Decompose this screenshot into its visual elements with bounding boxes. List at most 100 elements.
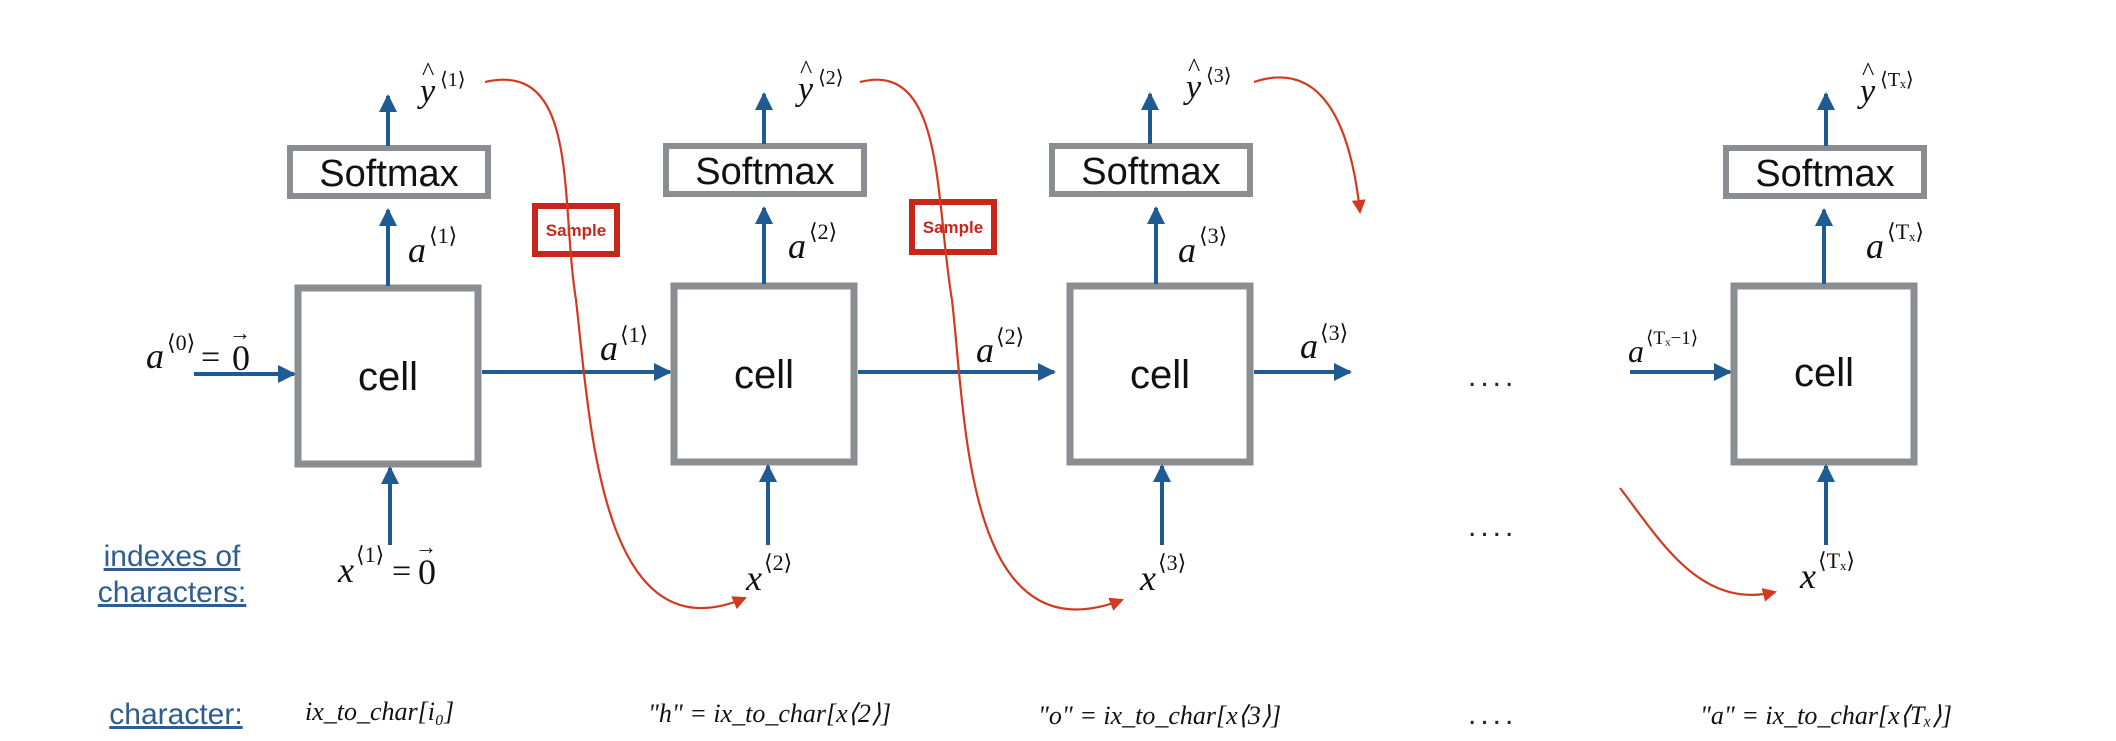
svg-text:⟨2⟩: ⟨2⟩ [809,219,837,244]
svg-text:y: y [417,73,436,110]
softmax-label-tx: Softmax [1755,153,1894,195]
a0-init-label: a ⟨0⟩ = 0 → [146,320,251,378]
a-tx-label: a ⟨Tₓ⟩ [1866,219,1924,266]
a1-horizontal-label: a ⟨1⟩ [600,322,648,368]
indexes-label-line2: characters: [98,576,246,609]
svg-text:a: a [1628,333,1644,369]
character-expr-3: "o" = ix_to_char[x⟨3⟩] [1038,701,1281,730]
svg-text:⟨Tₓ⟩: ⟨Tₓ⟩ [1880,69,1914,91]
x-tx-label: x ⟨Tₓ⟩ [1799,548,1855,596]
ellipsis-row-characters: .... [1468,698,1517,731]
svg-text:⟨Tₓ⟩: ⟨Tₓ⟩ [1818,548,1855,573]
softmax-label-3: Softmax [1081,151,1220,193]
svg-text:x: x [1799,556,1816,596]
cell-label-3: cell [1130,353,1190,397]
svg-text:⟨1⟩: ⟨1⟩ [620,322,648,347]
y-hat-2-label: y ^ ⟨2⟩ [795,55,844,108]
cell-label-1: cell [358,355,418,399]
sample-box-2: Sample [909,199,997,255]
cell-box-tx [1730,282,1918,466]
sample-arrow-tx [1619,487,1777,602]
svg-text:⟨3⟩: ⟨3⟩ [1158,550,1186,575]
ellipsis-row-cells: .... [1468,360,1517,393]
svg-text:a: a [408,230,426,270]
svg-text:^: ^ [800,55,812,84]
svg-text:⟨3⟩: ⟨3⟩ [1199,223,1227,248]
y-hat-1-label: y ^ ⟨1⟩ [417,57,466,110]
svg-text:=: = [201,339,220,376]
svg-text:⟨1⟩: ⟨1⟩ [440,69,466,91]
svg-text:⟨2⟩: ⟨2⟩ [818,67,844,89]
svg-text:⟨2⟩: ⟨2⟩ [764,550,792,575]
a3-horizontal-label: a ⟨3⟩ [1300,320,1348,366]
a-2-label: a ⟨2⟩ [788,219,837,266]
y-hat-3-label: y ^ ⟨3⟩ [1183,53,1232,106]
step-1: cell Softmax y ^ ⟨1⟩ a ⟨1⟩ a ⟨0⟩ = 0 → [146,57,672,592]
svg-text:⟨0⟩: ⟨0⟩ [167,330,195,355]
cell-box-3 [1066,282,1254,466]
svg-text:a: a [1300,326,1318,366]
svg-text:y: y [795,71,814,108]
softmax-box-1 [287,145,491,199]
softmax-label-1: Softmax [319,153,458,195]
svg-text:a: a [1178,230,1196,270]
svg-text:^: ^ [422,57,434,86]
svg-text:→: → [229,320,251,345]
softmax-box-3 [1049,143,1253,197]
svg-text:a: a [976,330,994,370]
x1-init-label: x ⟨1⟩ = 0 → [337,534,437,592]
svg-text:→: → [415,534,437,559]
svg-text:^: ^ [1188,53,1200,82]
svg-text:x: x [745,558,762,598]
cell-label-tx: cell [1794,351,1854,395]
svg-text:Sample: Sample [923,218,983,237]
character-expr-1: ix_to_char[i₀] [305,697,454,726]
svg-text:⟨3⟩: ⟨3⟩ [1320,320,1348,345]
ellipsis-row-inputs: .... [1468,510,1517,543]
a-1-label: a ⟨1⟩ [408,223,457,270]
character-expr-tx: "a" = ix_to_char[x⟨Tₓ⟩] [1700,701,1952,730]
svg-text:^: ^ [1862,57,1874,86]
svg-text:y: y [1857,73,1876,110]
svg-text:a: a [1866,226,1884,266]
step-tx: cell Softmax y ^ ⟨Tₓ⟩ a ⟨Tₓ⟩ x ⟨Tₓ⟩ a ⟨T… [1628,57,1927,596]
sample-arrow-1 [484,78,747,610]
svg-text:y: y [1183,69,1202,106]
sample-arrow-2 [859,78,1124,611]
svg-text:a: a [788,226,806,266]
svg-text:0: 0 [232,338,250,378]
sample-box-1: Sample [532,203,620,257]
svg-text:x: x [1139,558,1156,598]
svg-text:⟨Tₓ⟩: ⟨Tₓ⟩ [1887,219,1924,244]
step-2: cell Softmax y ^ ⟨2⟩ a ⟨2⟩ x ⟨2⟩ a ⟨2⟩ [663,55,1056,598]
y-hat-tx-label: y ^ ⟨Tₓ⟩ [1857,57,1914,110]
softmax-box-2 [663,143,867,197]
svg-text:⟨1⟩: ⟨1⟩ [356,542,384,567]
svg-text:a: a [146,336,164,376]
softmax-label-2: Softmax [695,151,834,193]
indexes-label-line1: indexes of [104,540,241,573]
cell-label-2: cell [734,353,794,397]
svg-text:⟨2⟩: ⟨2⟩ [996,324,1024,349]
softmax-box-tx [1723,145,1927,199]
x3-label: x ⟨3⟩ [1139,550,1186,598]
sample-arrow-3 [1253,76,1366,214]
character-expr-2: "h" = ix_to_char[x⟨2⟩] [648,699,891,728]
svg-text:⟨1⟩: ⟨1⟩ [429,223,457,248]
svg-text:Sample: Sample [546,221,606,240]
a-tx-minus-1-label: a ⟨Tₓ−1⟩ [1628,328,1698,369]
step-3: cell Softmax y ^ ⟨3⟩ a ⟨3⟩ x ⟨3⟩ a ⟨3⟩ [1049,53,1352,598]
cell-box-2 [670,282,858,466]
character-label: character: [109,698,242,731]
svg-text:⟨3⟩: ⟨3⟩ [1206,65,1232,87]
cell-box-1 [294,284,482,468]
svg-text:a: a [600,328,618,368]
svg-text:⟨Tₓ−1⟩: ⟨Tₓ−1⟩ [1646,328,1698,349]
svg-text:=: = [392,553,411,590]
svg-text:0: 0 [418,552,436,592]
svg-text:x: x [337,550,354,590]
a2-horizontal-label: a ⟨2⟩ [976,324,1024,370]
x2-label: x ⟨2⟩ [745,550,792,598]
a-3-label: a ⟨3⟩ [1178,223,1227,270]
